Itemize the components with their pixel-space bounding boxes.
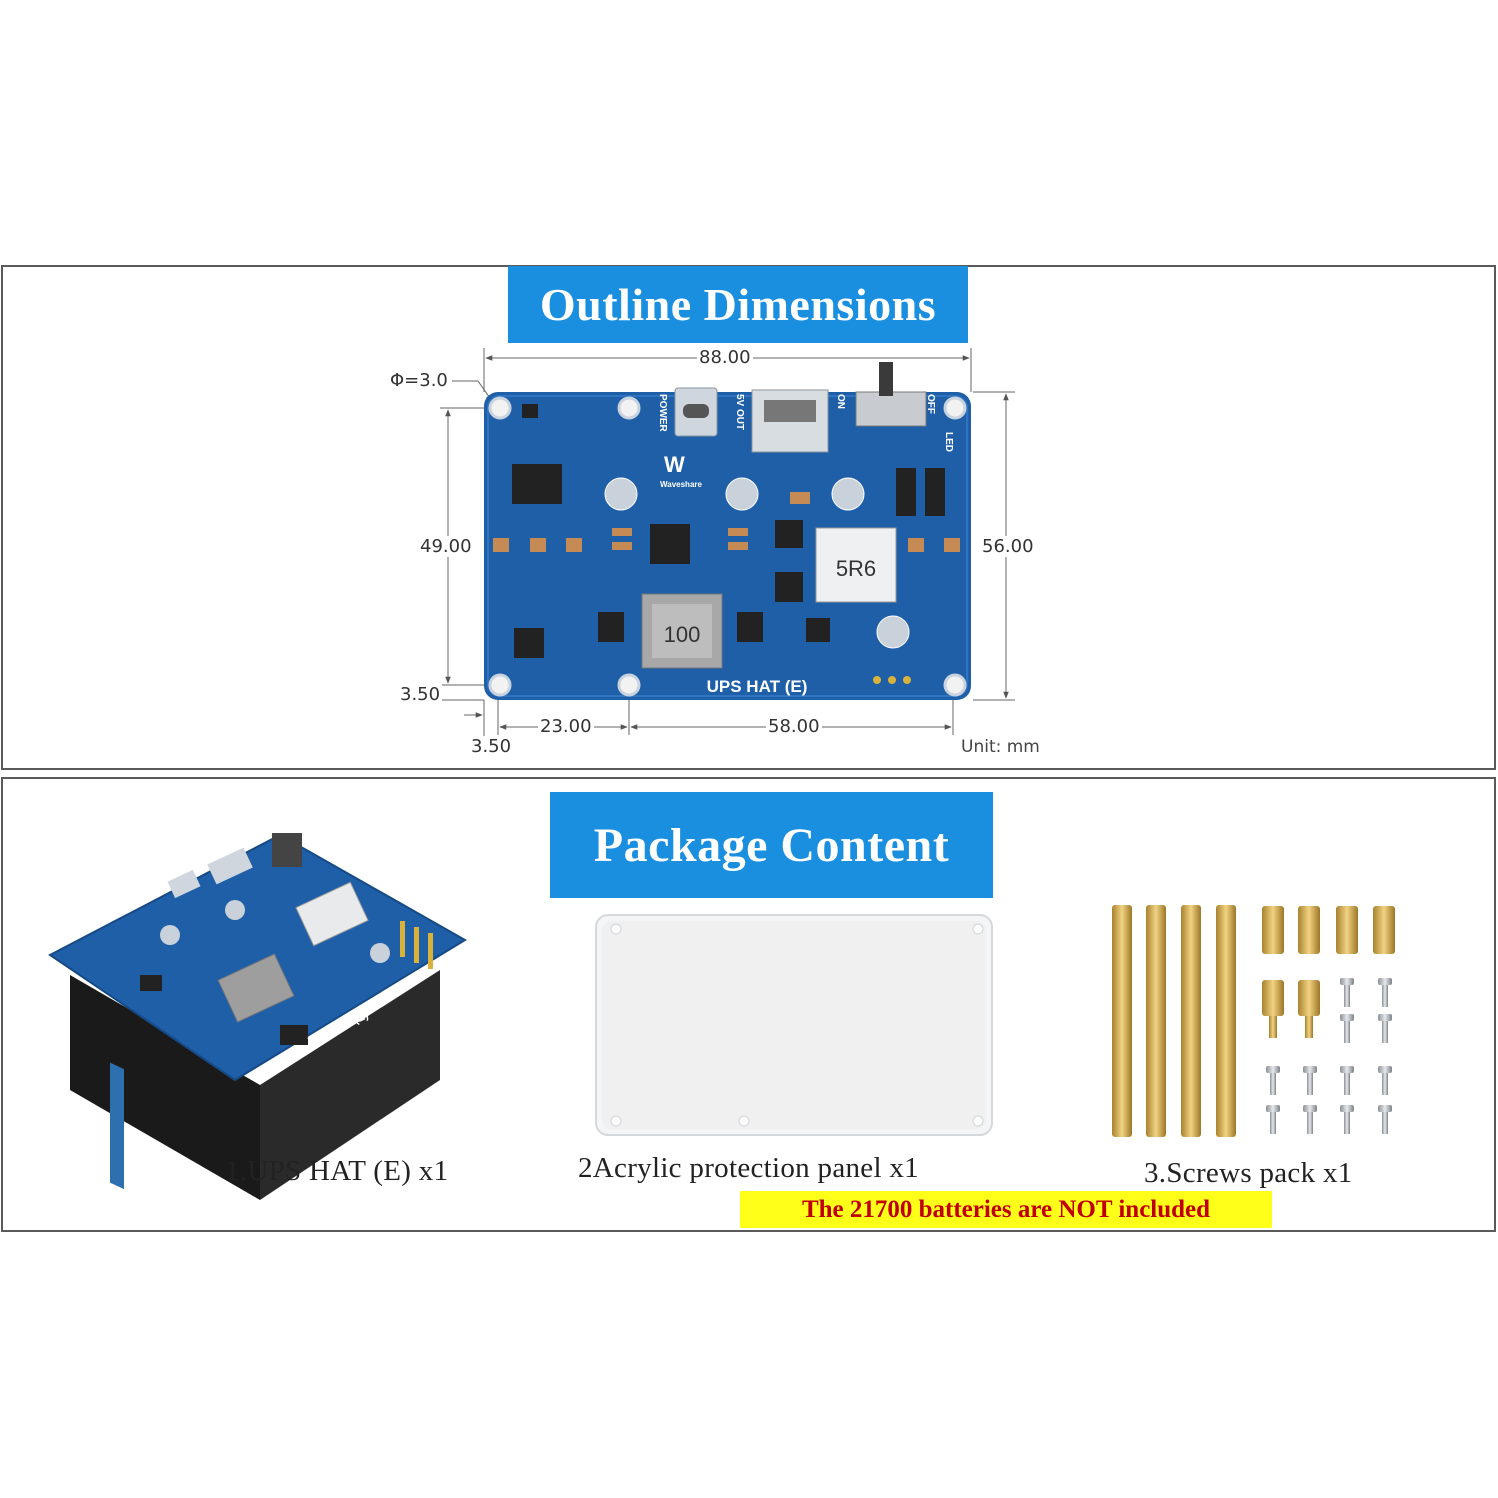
dim-width-88: 88.00 bbox=[697, 347, 753, 368]
dim-offset-x-3-5: 3.50 bbox=[469, 736, 514, 757]
dim-spacing-23: 23.00 bbox=[538, 716, 594, 737]
package-content-title: Package Content bbox=[550, 792, 993, 898]
board-name: UPS HAT (E) bbox=[707, 677, 808, 696]
item-2-caption: 2Acrylic protection panel x1 bbox=[578, 1152, 919, 1184]
pcb-board: POWER 5V OUT ON OFF LED W Waveshare bbox=[484, 362, 971, 700]
dim-height-49: 49.00 bbox=[418, 536, 474, 557]
board-brand: Waveshare bbox=[660, 480, 703, 489]
batteries-not-included-warning: The 21700 batteries are NOT included bbox=[740, 1191, 1272, 1228]
ups-hat-product-image: UPS HAT (E) bbox=[48, 833, 467, 1200]
dim-height-56: 56.00 bbox=[980, 536, 1036, 557]
outline-dimensions-title: Outline Dimensions bbox=[508, 266, 968, 343]
item-1-caption: 1.UPS HAT (E) x1 bbox=[225, 1155, 449, 1187]
board-label-off: OFF bbox=[925, 394, 936, 414]
dim-offset-y-3-5: 3.50 bbox=[398, 684, 443, 705]
screws-pack-image bbox=[1112, 905, 1395, 1137]
dim-hole-diameter: Φ=3.0 bbox=[388, 370, 450, 391]
acrylic-panel-image bbox=[595, 914, 993, 1136]
board-label-5v-out: 5V OUT bbox=[734, 394, 745, 430]
board-label-power: POWER bbox=[657, 394, 668, 433]
board-label-on: ON bbox=[835, 394, 846, 409]
dim-spacing-58: 58.00 bbox=[766, 716, 822, 737]
inductor-5r6 bbox=[815, 527, 897, 603]
waveshare-logo-mark: W bbox=[664, 452, 685, 477]
inductor-5r6-label: 5R6 bbox=[836, 556, 876, 581]
inductor-100-label: 100 bbox=[664, 622, 701, 647]
item-3-caption: 3.Screws pack x1 bbox=[1144, 1157, 1353, 1189]
unit-label: Unit: mm bbox=[961, 737, 1040, 757]
board-label-led: LED bbox=[943, 432, 954, 452]
